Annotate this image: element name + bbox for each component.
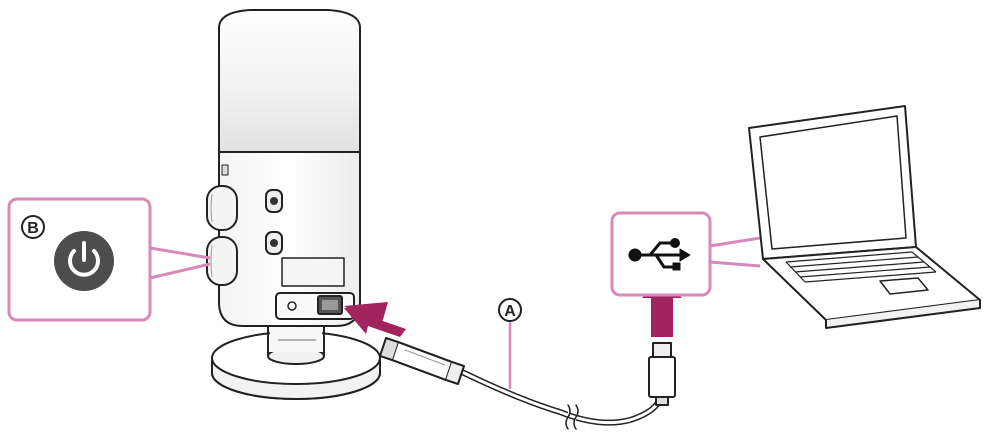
usb-icon xyxy=(628,238,691,271)
power-callout: B xyxy=(7,197,211,322)
microphone-stand xyxy=(211,322,381,400)
usb-c-plug-mic xyxy=(379,337,465,385)
power-callout-leader xyxy=(149,246,211,280)
usb-callout xyxy=(610,211,761,297)
usb-cable xyxy=(379,320,676,430)
side-knobs xyxy=(206,185,238,286)
usb-c-plug-laptop xyxy=(648,342,676,406)
power-marker-circle xyxy=(21,215,45,239)
microphone xyxy=(206,9,381,400)
laptop xyxy=(748,105,981,329)
laptop-keyboard xyxy=(785,251,937,283)
power-icon xyxy=(68,241,100,277)
cable-marker-label: A xyxy=(504,303,516,320)
microphone-head xyxy=(218,9,361,153)
insert-arrow-mic xyxy=(344,302,406,337)
power-marker-label: B xyxy=(27,220,39,237)
cable-marker: A xyxy=(498,298,522,322)
usb-port xyxy=(275,292,355,320)
mic-controls xyxy=(265,189,345,287)
laptop-trackpad xyxy=(879,277,929,295)
